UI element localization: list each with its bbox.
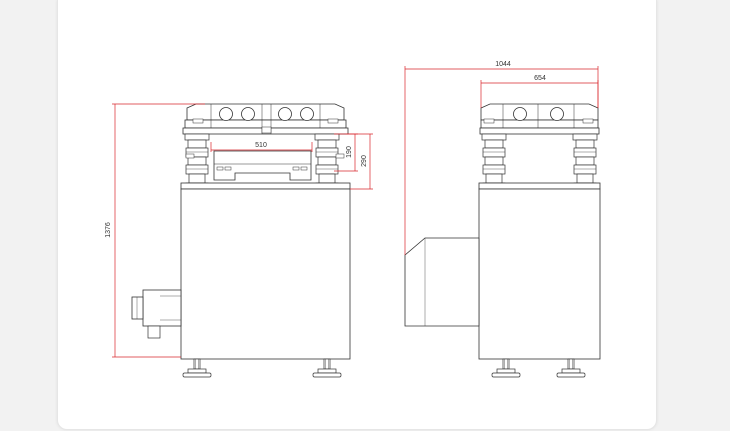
front-cabinet — [180, 182, 351, 360]
dim-label-290: 290 — [361, 155, 368, 167]
dimension-lines — [112, 66, 599, 358]
front-top-table — [182, 103, 349, 135]
front-left-isolator — [183, 133, 211, 203]
dim-label-654: 654 — [534, 75, 546, 82]
front-right-isolator — [313, 133, 345, 203]
side-cabinet — [478, 182, 601, 360]
dim-label-1044: 1044 — [495, 61, 511, 68]
side-view — [404, 103, 601, 378]
side-device — [404, 237, 480, 327]
side-top-table — [479, 103, 600, 135]
front-side-device — [131, 289, 182, 339]
front-right-foot — [312, 358, 342, 378]
front-view — [131, 103, 351, 378]
side-right-foot — [556, 358, 586, 378]
front-left-foot — [182, 358, 212, 378]
dim-label-190: 190 — [346, 146, 353, 158]
front-middle-frame — [213, 150, 312, 181]
dim-label-1376: 1376 — [105, 222, 112, 238]
dim-label-510: 510 — [255, 142, 267, 149]
side-left-foot — [491, 358, 521, 378]
